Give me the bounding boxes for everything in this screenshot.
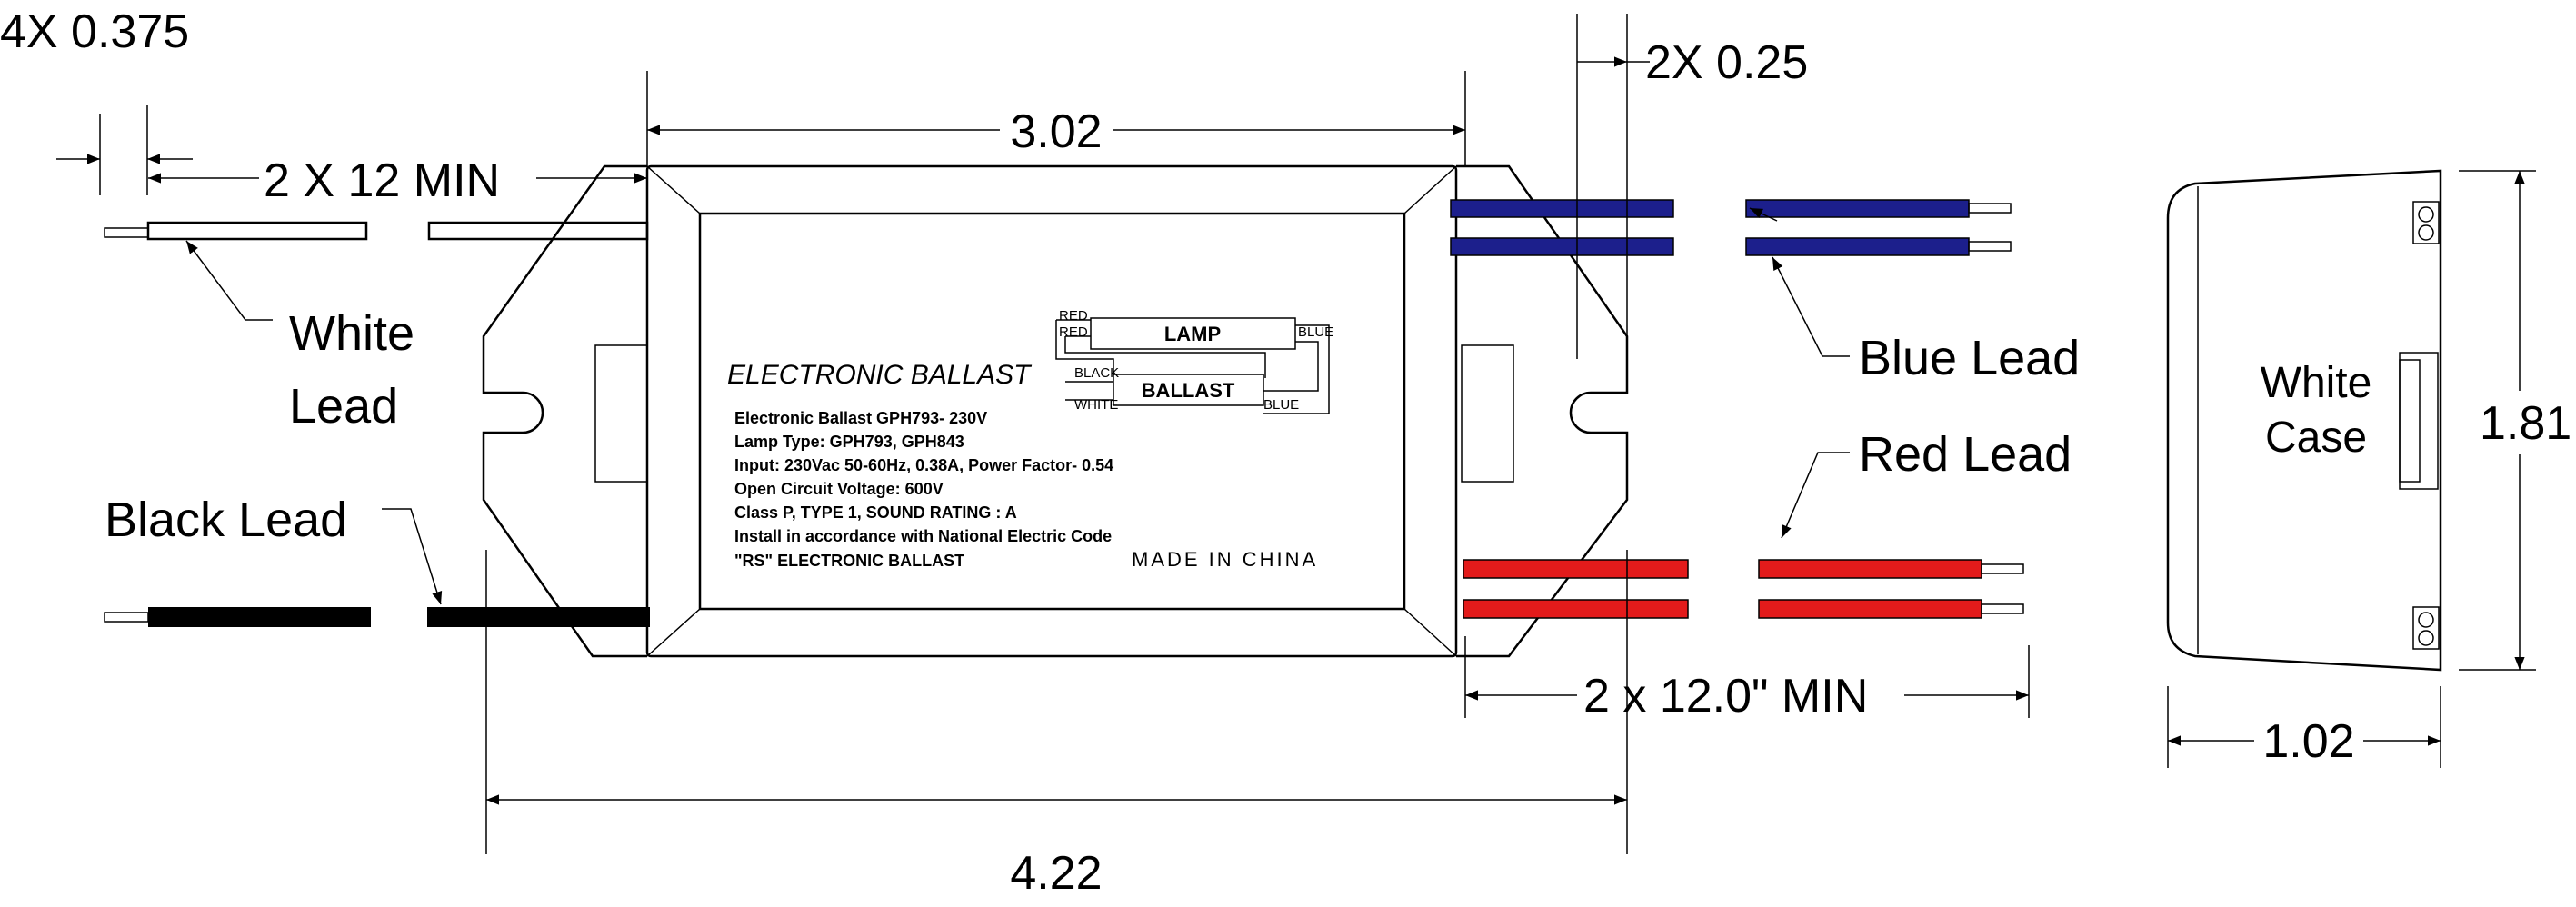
blue-lead-1-segment-1 — [1450, 199, 1674, 218]
case-terminal-top — [2412, 201, 2440, 244]
dim-screw-holes-text: 4X 0.375 — [0, 5, 189, 58]
callout-red-lead-text: Red Lead — [1859, 427, 2072, 482]
wire-label-white: WHITE — [1074, 397, 1118, 413]
dimension-color-lead-length: 2 x 12.0" MIN — [1464, 636, 2030, 723]
terminal-screw-3 — [2418, 612, 2434, 628]
wire-label-red-1: RED — [1059, 308, 1088, 324]
blue-leads — [1450, 199, 2012, 256]
blue-lead-2-segment-2 — [1745, 237, 1970, 256]
white-lead-segment-2 — [427, 221, 649, 241]
red-lead-1-segment-2 — [1758, 559, 1982, 579]
white-lead-segment-1 — [146, 221, 368, 241]
dim-color-lead-text: 2 x 12.0" MIN — [1583, 670, 1868, 723]
callout-blue-lead: Blue Lead — [1749, 207, 2080, 385]
ballast-box — [1113, 374, 1264, 406]
blue-lead-2-stripped-end — [1968, 241, 2012, 252]
callout-black-lead-text: Black Lead — [105, 493, 347, 547]
dimension-body-width: 3.02 — [646, 71, 1466, 166]
dimension-depth: 1.02 — [2167, 686, 2441, 768]
dim-overall-length-text: 4.22 — [1010, 847, 1102, 900]
black-lead-segment-1 — [148, 607, 371, 627]
red-lead-2-stripped-end — [1981, 603, 2024, 614]
wire-label-red-2: RED — [1059, 324, 1088, 340]
dim-body-width-text: 3.02 — [1010, 105, 1102, 158]
callout-white-lead-line2: Lead — [289, 379, 398, 434]
callout-red-lead: Red Lead — [1781, 427, 2072, 539]
red-lead-1-stripped-end — [1981, 563, 2024, 574]
label-line-2: Lamp Type: GPH793, GPH843 — [734, 433, 964, 451]
label-line-1: Electronic Ballast GPH793- 230V — [734, 409, 987, 427]
right-mounting-flange — [1456, 164, 1629, 658]
body-label-panel — [698, 212, 1406, 611]
left-mounting-flange — [482, 164, 647, 658]
body-outer-frame — [645, 164, 1458, 658]
case-outline — [2166, 169, 2442, 672]
blue-lead-1-segment-2 — [1745, 199, 1970, 218]
terminal-screw-2 — [2418, 224, 2434, 241]
callout-white-lead-line1: White — [289, 306, 414, 361]
dimension-white-lead-length: 2 X 12 MIN — [148, 154, 647, 207]
ballast-label: ELECTRONIC BALLAST Electronic Ballast GP… — [727, 360, 1318, 571]
red-leads — [1463, 559, 2024, 619]
red-lead-2-segment-2 — [1758, 599, 1982, 619]
dim-depth-text: 1.02 — [2262, 715, 2354, 768]
ballast-body — [482, 164, 1629, 658]
case-label-line1: White — [2261, 359, 2372, 407]
blue-lead-1-stripped-end — [1968, 203, 2012, 214]
body-bevel-lines — [646, 165, 1457, 657]
label-line-7: "RS" ELECTRONIC BALLAST — [734, 552, 964, 570]
callout-white-lead: White Lead — [185, 240, 414, 434]
dim-lead-holes-text: 2X 0.25 — [1645, 36, 1808, 89]
dim-white-lead-text: 2 X 12 MIN — [264, 154, 500, 207]
case-side-connector-inner — [2399, 359, 2421, 483]
label-line-5: Class P, TYPE 1, SOUND RATING : A — [734, 503, 1017, 522]
red-lead-2-segment-1 — [1463, 599, 1689, 619]
wire-label-blue-2: BLUE — [1263, 397, 1299, 413]
case-side-view: White Case — [2166, 169, 2442, 672]
ballast-box-label: BALLAST — [1142, 379, 1235, 402]
white-lead — [104, 221, 649, 241]
wire-label-black: BLACK — [1074, 365, 1119, 381]
lamp-box-label: LAMP — [1164, 323, 1221, 345]
label-line-6: Install in accordance with National Elec… — [734, 527, 1112, 545]
terminal-screw-4 — [2418, 630, 2434, 646]
lamp-box — [1090, 317, 1296, 350]
wire-label-blue-1: BLUE — [1298, 324, 1333, 340]
dimension-lead-holes: 2X 0.25 — [1576, 14, 1808, 359]
case-side-connector — [2399, 352, 2439, 490]
callout-blue-lead-text: Blue Lead — [1859, 331, 2080, 385]
callout-black-lead: Black Lead — [105, 493, 443, 605]
dimension-screw-holes: 4X 0.375 — [0, 5, 193, 195]
black-lead-stripped-end — [104, 612, 149, 623]
label-line-4: Open Circuit Voltage: 600V — [734, 480, 944, 498]
black-lead — [104, 607, 650, 627]
made-in-label: MADE IN CHINA — [1132, 548, 1318, 571]
label-line-3: Input: 230Vac 50-60Hz, 0.38A, Power Fact… — [734, 456, 1113, 474]
red-lead-1-segment-1 — [1463, 559, 1689, 579]
terminal-screw-1 — [2418, 206, 2434, 223]
wiring-traces — [1055, 319, 1330, 414]
dim-height-text: 1.81 — [2480, 397, 2571, 450]
right-flange-tab — [1461, 344, 1514, 483]
left-flange-tab — [594, 344, 648, 483]
case-terminal-bottom — [2412, 606, 2440, 650]
case-label-line2: Case — [2265, 414, 2367, 462]
dimension-height: 1.81 — [2459, 170, 2571, 671]
white-lead-stripped-end — [104, 227, 149, 238]
wiring-diagram: LAMP BALLAST RED RED BLUE BLACK WHITE BL… — [1055, 308, 1333, 414]
black-lead-segment-2 — [427, 607, 650, 627]
blue-lead-2-segment-1 — [1450, 237, 1674, 256]
dimension-overall-length: 4.22 — [485, 550, 1628, 900]
label-title: ELECTRONIC BALLAST — [727, 360, 1033, 390]
